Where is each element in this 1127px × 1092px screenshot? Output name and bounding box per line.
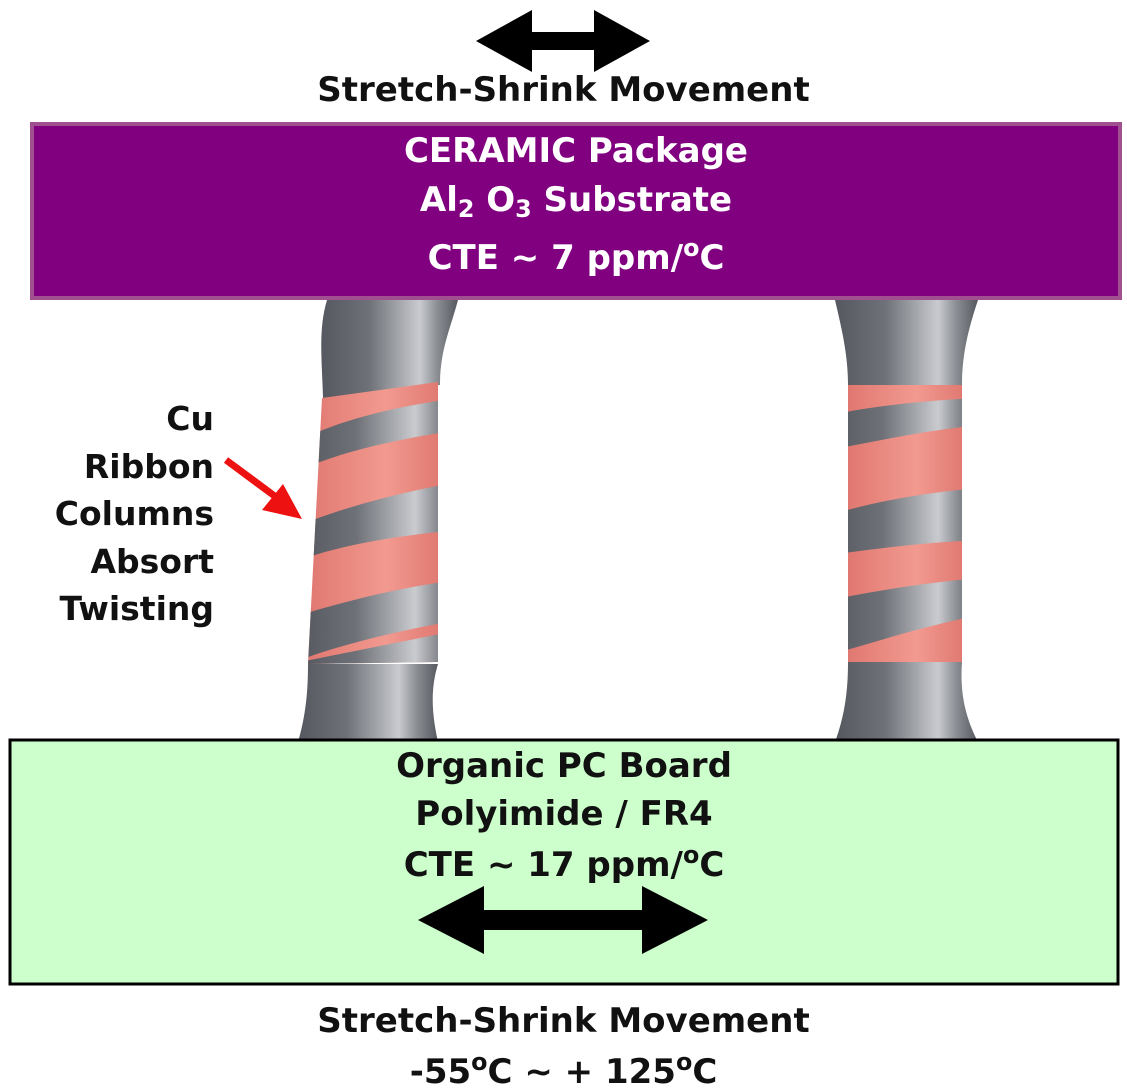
left-column-top-cap [321, 300, 458, 398]
temperature-range: -55oC ~ + 125oC [409, 1047, 718, 1092]
side-label-line-3: Columns [54, 494, 214, 533]
side-label-line-2: Ribbon [83, 447, 214, 486]
top-caption: Stretch-Shrink Movement [317, 70, 810, 110]
ceramic-package-block [30, 122, 1122, 300]
ceramic-cte: CTE ~ 7 ppm/oC [427, 233, 725, 278]
side-label-line-4: Absort [90, 542, 214, 581]
ceramic-material: Al2 O3 Substrate [419, 180, 733, 223]
pc-board-block [8, 738, 1120, 986]
right-column-bottom-cap [835, 662, 978, 742]
right-column-top-cap [835, 300, 978, 385]
left-ribbon-gaps [308, 398, 438, 664]
bottom-caption: Stretch-Shrink Movement [317, 1001, 810, 1041]
left-column-bottom-cap [298, 664, 438, 742]
ceramic-title: CERAMIC Package [403, 131, 748, 171]
top-double-arrow-icon [476, 10, 650, 72]
board-material: Polyimide / FR4 [415, 794, 713, 834]
side-label-line-5: Twisting [59, 589, 214, 628]
red-pointer-arrow-icon [223, 457, 302, 519]
side-label-line-1: Cu [166, 399, 214, 438]
right-ribbon-gaps [848, 398, 962, 655]
board-double-arrow-icon [418, 886, 708, 954]
right-cu-column [835, 300, 978, 742]
left-cu-column [298, 300, 458, 742]
board-cte: CTE ~ 17 ppm/oC [403, 840, 725, 885]
board-title: Organic PC Board [396, 746, 732, 786]
